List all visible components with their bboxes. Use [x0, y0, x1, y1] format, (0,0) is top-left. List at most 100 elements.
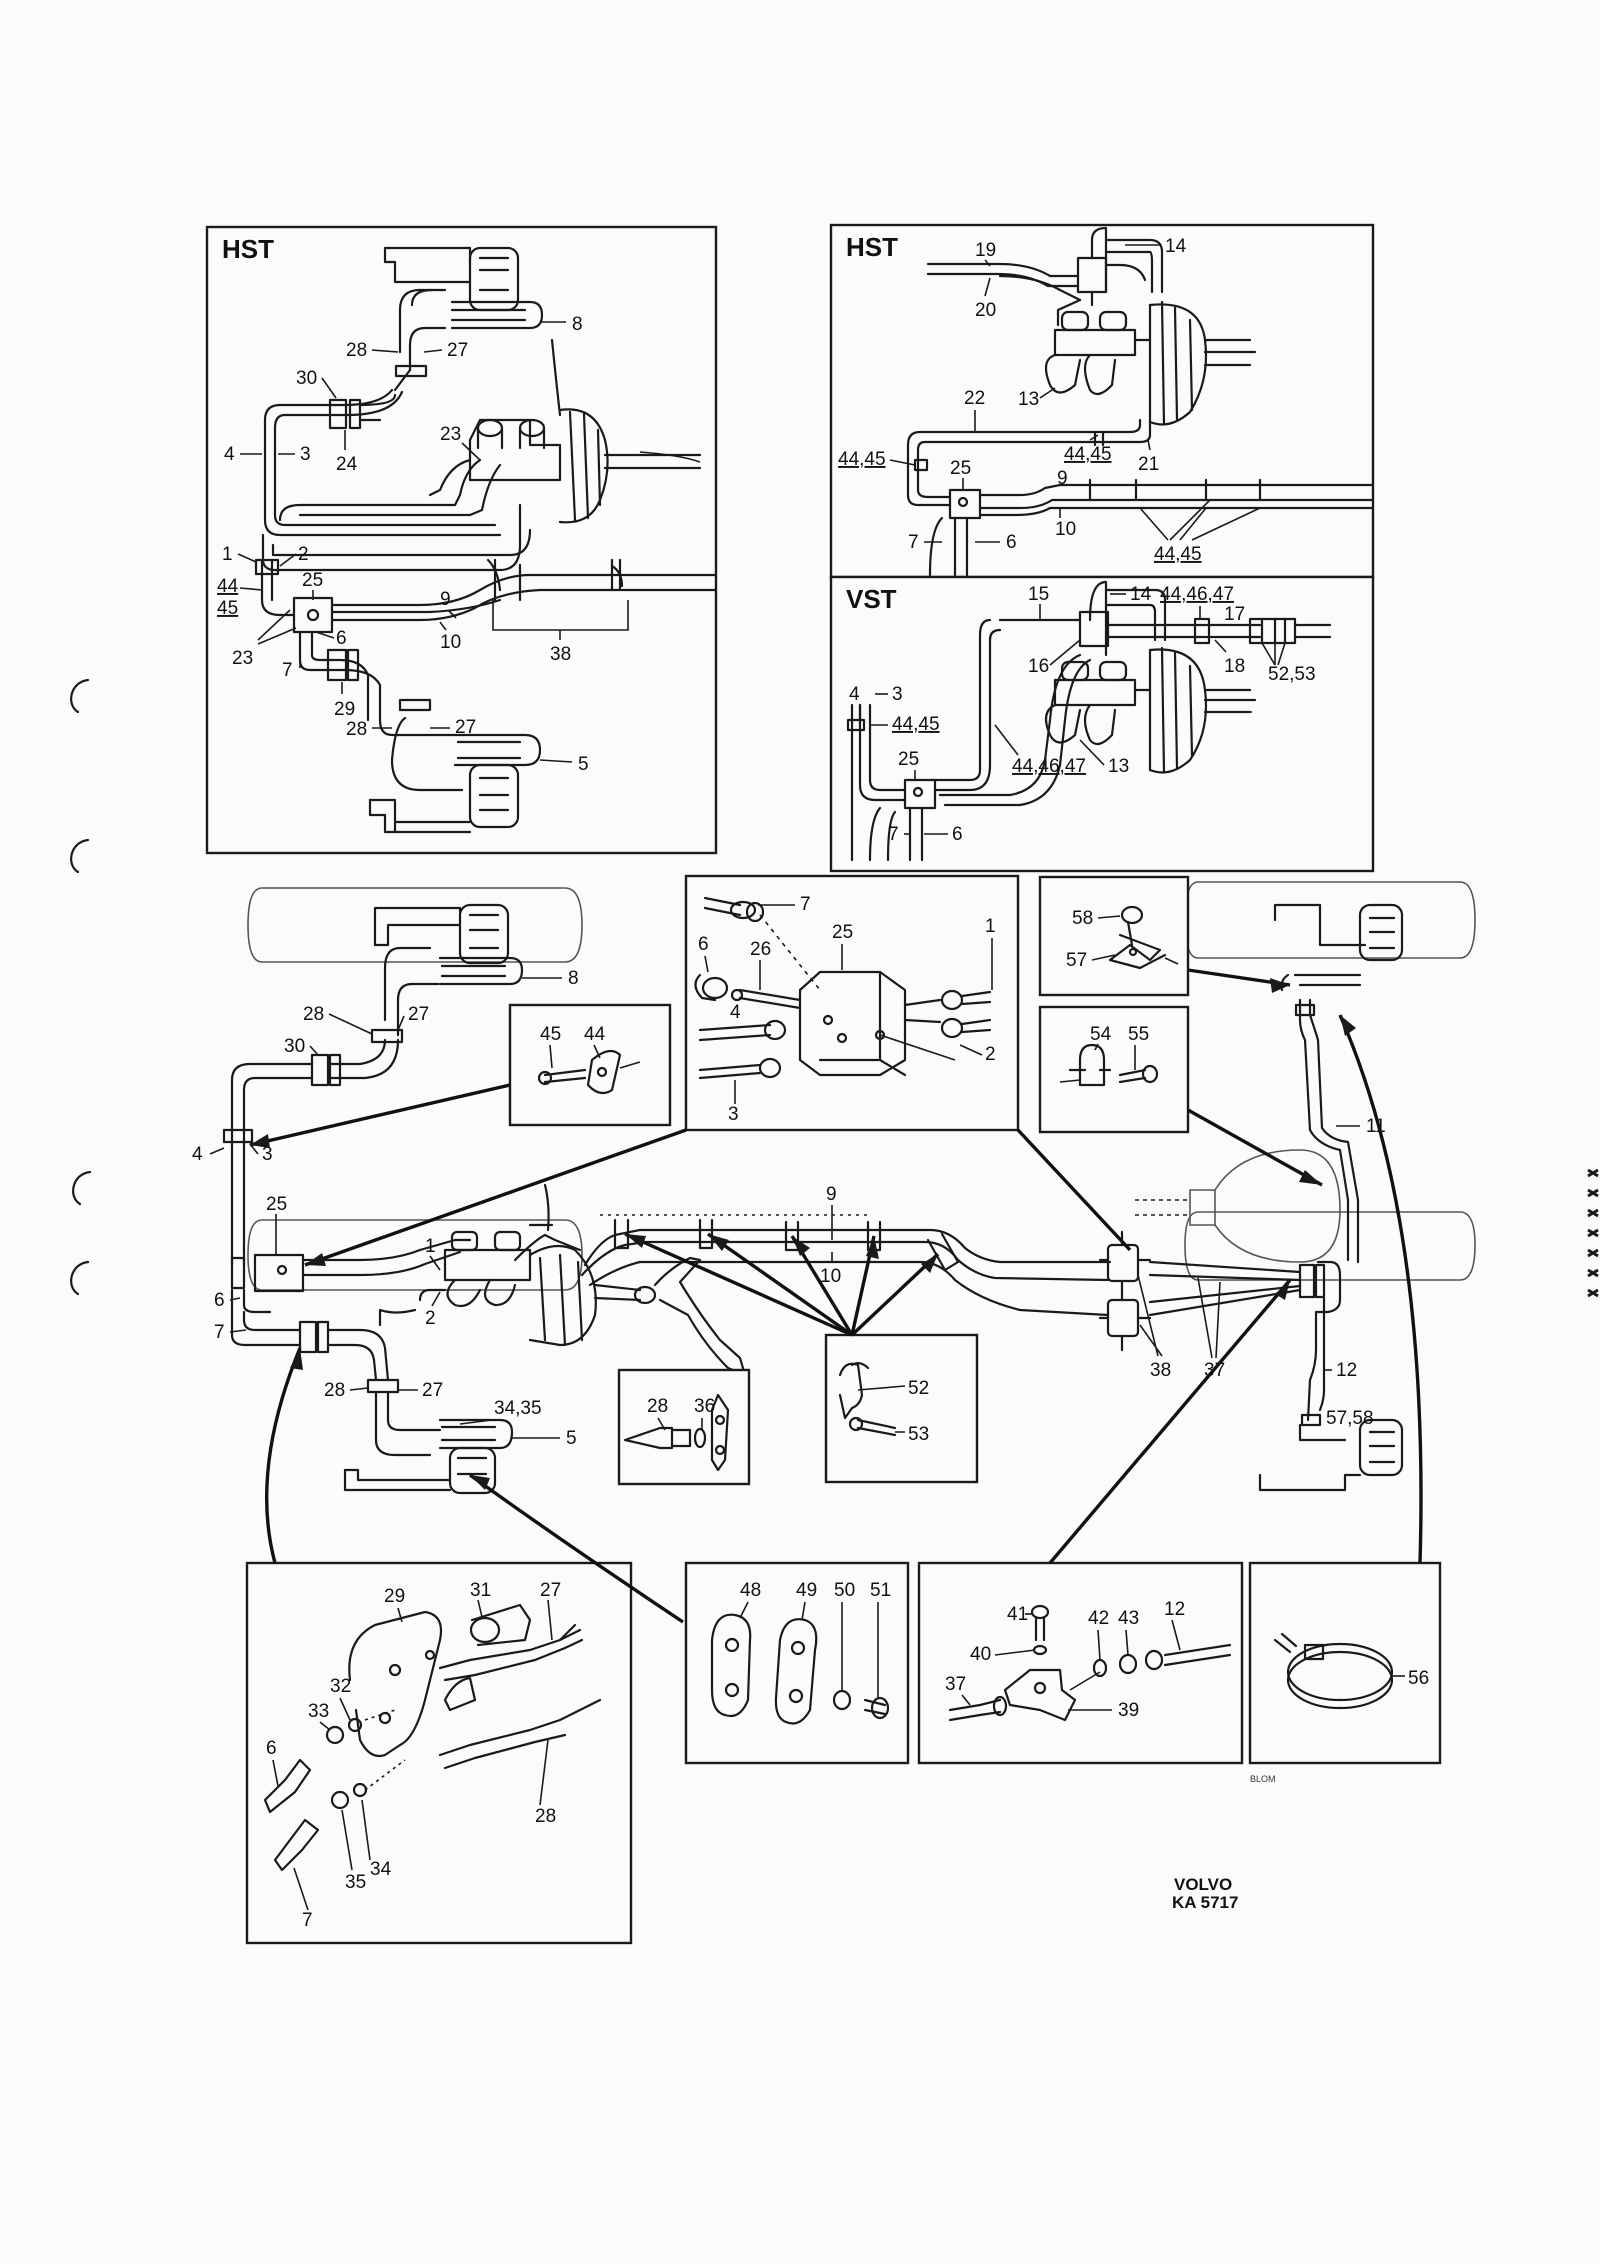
d36-callout: 36 — [694, 1396, 715, 1417]
main-callout: 28 — [324, 1380, 345, 1401]
trh-callout: 10 — [1055, 519, 1076, 540]
trv-callout: 3 — [892, 684, 903, 705]
d48-callout: 49 — [796, 1580, 817, 1601]
d55-callout: 54 — [1090, 1024, 1112, 1045]
main-callout: 4 — [192, 1144, 203, 1165]
main-callout: 9 — [826, 1184, 837, 1205]
d39-callout: 43 — [1118, 1608, 1139, 1629]
tl-callout: 2 — [298, 544, 309, 565]
main-callout: 8 — [568, 968, 579, 989]
main-callout: 5 — [566, 1428, 577, 1449]
trh-callout: 22 — [964, 388, 985, 409]
d39-callout: 42 — [1088, 1608, 1109, 1629]
d25-callout: 4 — [730, 1002, 741, 1023]
d39-callout: 40 — [970, 1644, 991, 1665]
tl-callout: 23 — [440, 424, 461, 445]
trv-callout: 16 — [1028, 656, 1049, 677]
trh-callout: 21 — [1138, 454, 1159, 475]
d39-callout: 12 — [1164, 1599, 1185, 1620]
panel-hst-left-title: HST — [222, 234, 274, 264]
tl-callout: 3 — [300, 444, 311, 465]
tl-callout: 5 — [578, 754, 589, 775]
tl-callout: 1 — [222, 544, 233, 565]
main-callout: 3 — [262, 1144, 273, 1165]
detail-fitting-28: 28 36 — [617, 1368, 751, 1486]
tl-callout: 24 — [336, 454, 358, 475]
d25-callout: 3 — [728, 1104, 739, 1125]
footer: BLOM VOLVO KA 5717 — [1172, 1774, 1276, 1912]
panel-hst-right: HST 19 — [829, 223, 1375, 579]
d44-callout: 44 — [584, 1024, 606, 1045]
tl-callout: 38 — [550, 644, 571, 665]
d29-callout: 6 — [266, 1738, 277, 1759]
main-callout: 27 — [422, 1380, 443, 1401]
detail-bracket-39: 41 42 43 12 40 37 39 — [917, 1561, 1244, 1765]
trv-callout: 14 — [1130, 584, 1152, 605]
tl-callout: 28 — [346, 340, 367, 361]
trh-callout: 44,45 — [1064, 444, 1112, 465]
tl-callout: 28 — [346, 719, 367, 740]
trh-callout: 19 — [975, 240, 996, 261]
d55-callout: 55 — [1128, 1024, 1149, 1045]
main-callout: 6 — [214, 1290, 225, 1311]
detail-clip-52: 52 53 — [824, 1333, 979, 1484]
d29-callout: 27 — [540, 1580, 561, 1601]
tl-callout: 6 — [336, 628, 347, 649]
d36-callout: 28 — [647, 1396, 668, 1417]
main-callout: 7 — [214, 1322, 225, 1343]
d52-callout: 53 — [908, 1424, 929, 1445]
detail-clip-54: 54 55 — [1038, 1005, 1190, 1134]
main-callout: 38 — [1150, 1360, 1171, 1381]
d48-callout: 50 — [834, 1580, 855, 1601]
tl-callout: 27 — [447, 340, 468, 361]
main-callout: 10 — [820, 1266, 841, 1287]
d25-callout: 25 — [832, 922, 853, 943]
trv-callout: 52,53 — [1268, 664, 1316, 685]
panel-vst-right: VST 15 — [829, 575, 1375, 873]
trv-callout: 13 — [1108, 756, 1129, 777]
trh-callout: 13 — [1018, 389, 1039, 410]
trv-callout: 7 — [888, 824, 899, 845]
draughtsman-signature: BLOM — [1250, 1774, 1276, 1784]
trh-callout: 9 — [1057, 468, 1068, 489]
main-callout: 12 — [1336, 1360, 1357, 1381]
trh-callout: 44,45 — [1154, 544, 1202, 565]
trv-callouts: 15 14 44,46,47 17 18 52,53 16 4 3 44,45 … — [849, 584, 1316, 845]
detail-hose-clamp-56: 56 — [1248, 1561, 1442, 1765]
d48-callout: 48 — [740, 1580, 761, 1601]
brand-label: VOLVO — [1174, 1875, 1232, 1894]
tl-callout: 9 — [440, 589, 451, 610]
d58-callout: 58 — [1072, 908, 1093, 929]
d25-callout: 1 — [985, 916, 996, 937]
d29-callout: 28 — [535, 1806, 556, 1827]
trv-callout: 18 — [1224, 656, 1245, 677]
d52-callout: 52 — [908, 1378, 929, 1399]
d25-callout: 7 — [800, 894, 811, 915]
tl-callout: 30 — [296, 368, 317, 389]
d44-callout: 45 — [540, 1024, 561, 1045]
d29-callout: 33 — [308, 1701, 329, 1722]
panel-hst-right-title: HST — [846, 232, 898, 262]
trh-callout: 14 — [1165, 236, 1187, 257]
binding-marks — [70, 678, 1599, 1298]
d58-callout: 57 — [1066, 950, 1087, 971]
d25-callout: 6 — [698, 934, 709, 955]
trh-callout: 44,45 — [838, 449, 886, 470]
tl-callout: 23 — [232, 648, 253, 669]
d56-callout: 56 — [1408, 1668, 1429, 1689]
leader-arrows — [249, 968, 1423, 1624]
d29-callout: 35 — [345, 1872, 366, 1893]
trh-callout: 6 — [1006, 532, 1017, 553]
detail-clamp-48: 48 49 50 51 — [684, 1561, 910, 1765]
d29-callout: 31 — [470, 1580, 491, 1601]
d39-callout: 37 — [945, 1674, 966, 1695]
d48-callout: 51 — [870, 1580, 891, 1601]
main-callout: 25 — [266, 1194, 287, 1215]
trh-callout: 25 — [950, 458, 971, 479]
tl-callout: 45 — [217, 598, 238, 619]
main-callout: 34,35 — [494, 1398, 542, 1419]
tl-callout: 27 — [455, 717, 476, 738]
d25-callout: 2 — [985, 1044, 996, 1065]
trv-callout: 44,45 — [892, 714, 940, 735]
